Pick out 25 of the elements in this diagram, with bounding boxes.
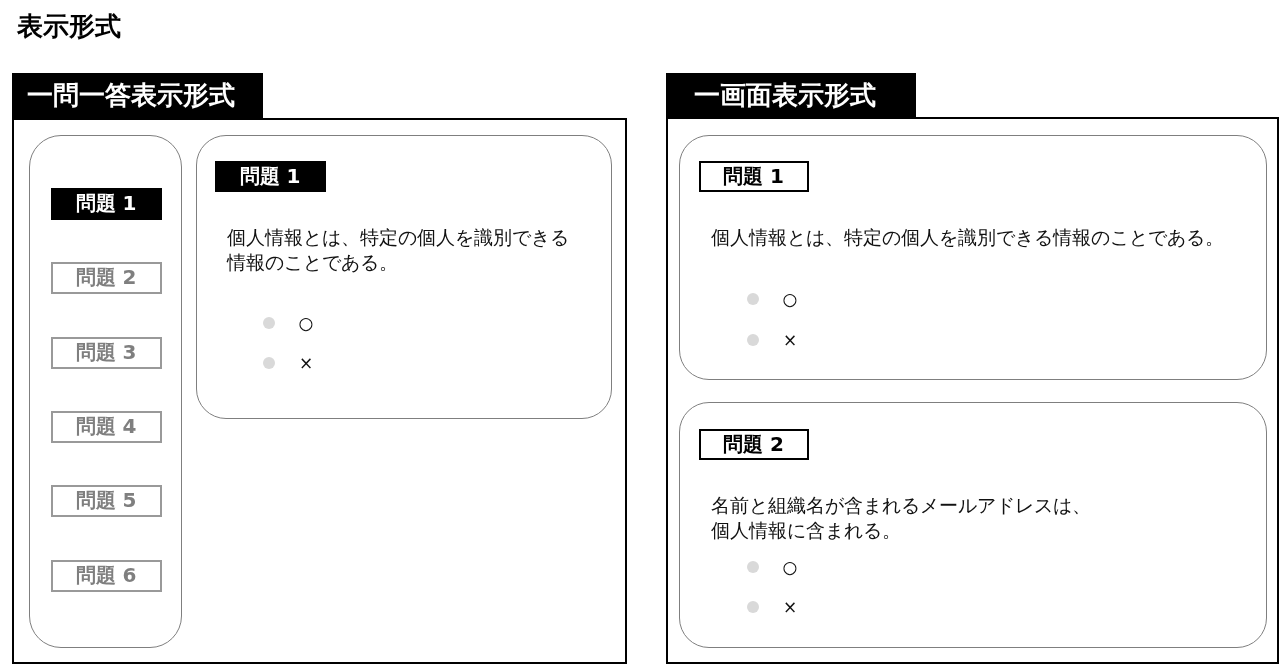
question-number-badge: 問題 1 — [214, 160, 326, 192]
nav-sidebar — [29, 135, 182, 648]
question-text: 個人情報とは、特定の個人を識別できる情報のことである。 — [227, 225, 570, 275]
option-label: × — [782, 598, 798, 616]
question-text: 名前と組織名が含まれるメールアドレスは、個人情報に含まれる。 — [711, 493, 1092, 543]
question-card — [196, 135, 612, 419]
question-card — [679, 135, 1267, 380]
page-title: 表示形式 — [17, 11, 121, 41]
question-nav-button: 問題 2 — [50, 261, 162, 294]
option-label: ○ — [298, 314, 314, 332]
question-nav-button: 問題 1 — [50, 187, 162, 220]
option-label: × — [298, 354, 314, 372]
question-nav-button: 問題 3 — [50, 336, 162, 369]
option-label: × — [782, 331, 798, 349]
question-number-badge: 問題 2 — [698, 428, 809, 460]
question-nav-button: 問題 6 — [50, 559, 162, 592]
panel-heading: 一画面表示形式 — [666, 73, 916, 117]
panel-heading: 一問一答表示形式 — [12, 73, 263, 118]
option-label: ○ — [782, 290, 798, 308]
question-nav-button: 問題 5 — [50, 484, 162, 517]
option-label: ○ — [782, 558, 798, 576]
question-nav-button: 問題 4 — [50, 410, 162, 443]
question-number-badge: 問題 1 — [698, 160, 809, 192]
question-card — [679, 402, 1267, 648]
question-text: 個人情報とは、特定の個人を識別できる情報のことである。 — [711, 225, 1225, 250]
